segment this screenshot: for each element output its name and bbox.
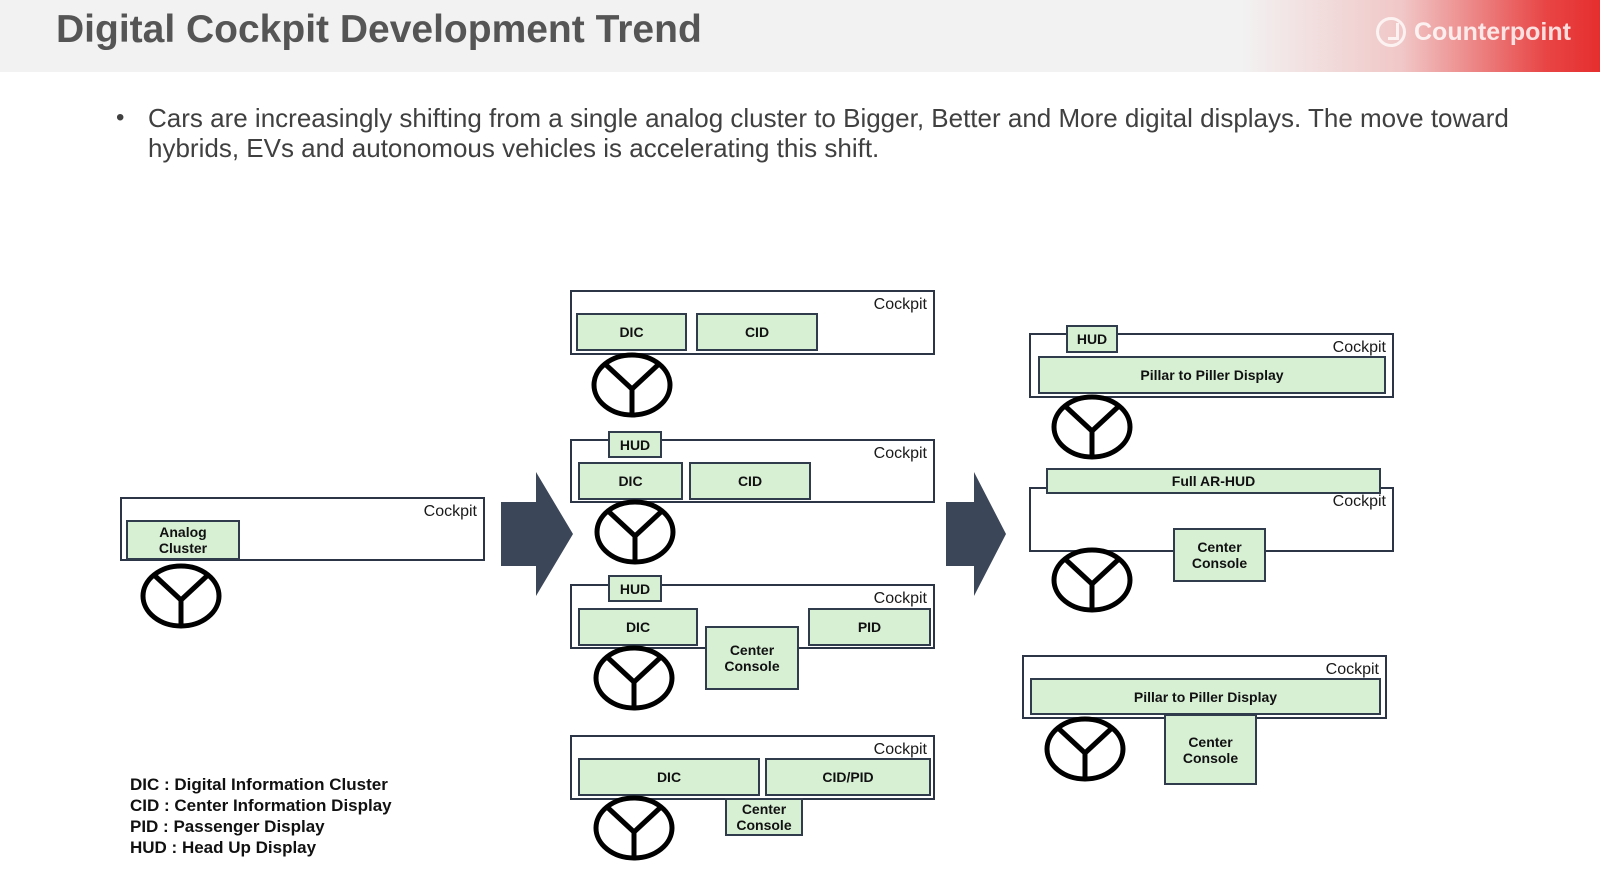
steering-wheel-icon (1050, 546, 1134, 614)
steering-wheel-icon (1043, 715, 1127, 783)
steering-wheel-icon (593, 498, 677, 566)
logo-text: Counterpoint (1414, 17, 1571, 46)
cockpit-label: Cockpit (1325, 661, 1379, 678)
bullet-text: Cars are increasingly shifting from a si… (148, 103, 1509, 163)
cid-pid-display: CID/PID (765, 758, 931, 796)
legend-item: DIC : Digital Information Cluster (130, 775, 388, 794)
pid-display: PID (808, 608, 931, 646)
cid-display: CID (696, 313, 818, 351)
page-title: Digital Cockpit Development Trend (56, 8, 702, 51)
header-bar: Digital Cockpit Development Trend Counte… (0, 0, 1600, 72)
dic-display: DIC (576, 313, 687, 351)
hud-display: HUD (1066, 325, 1118, 353)
arrow-right-icon (501, 472, 573, 596)
pillar-to-pillar-display: Pillar to Piller Display (1030, 678, 1381, 715)
arrow-right-icon (946, 472, 1018, 596)
steering-wheel-icon (1050, 393, 1134, 461)
legend-item: CID : Center Information Display (130, 796, 392, 815)
cockpit-label: Cockpit (1332, 493, 1386, 510)
cockpit-label: Cockpit (873, 296, 927, 313)
cockpit-label: Cockpit (1332, 339, 1386, 356)
legend-item: PID : Passenger Display (130, 817, 325, 836)
hud-display: HUD (608, 431, 662, 458)
steering-wheel-icon (592, 644, 676, 712)
center-console-display: Center Console (705, 626, 799, 690)
hud-display: HUD (608, 575, 662, 602)
center-console-display: Center Console (1164, 714, 1257, 785)
full-ar-hud-display: Full AR-HUD (1046, 468, 1381, 494)
legend-item: HUD : Head Up Display (130, 838, 317, 857)
steering-wheel-icon (592, 794, 676, 862)
cid-display: CID (689, 462, 811, 500)
dic-display: DIC (578, 462, 683, 500)
bullet-icon: • (116, 104, 125, 131)
header-gradient (1240, 0, 1600, 72)
counterpoint-logo: Counterpoint (1376, 12, 1571, 52)
cockpit-label: Cockpit (873, 741, 927, 758)
pillar-to-pillar-display: Pillar to Piller Display (1038, 356, 1386, 394)
logo-icon (1376, 17, 1406, 47)
center-console-display: Center Console (725, 798, 803, 836)
cockpit-label: Cockpit (873, 590, 927, 607)
dic-display: DIC (578, 758, 760, 796)
cockpit-label: Cockpit (423, 503, 477, 520)
steering-wheel-icon (590, 351, 674, 419)
analog-cluster-display: Analog Cluster (126, 520, 240, 560)
cockpit-label: Cockpit (873, 445, 927, 462)
dic-display: DIC (578, 608, 698, 646)
legend: DIC : Digital Information Cluster CID : … (130, 774, 392, 858)
steering-wheel-icon (139, 562, 223, 630)
center-console-display: Center Console (1173, 528, 1266, 582)
